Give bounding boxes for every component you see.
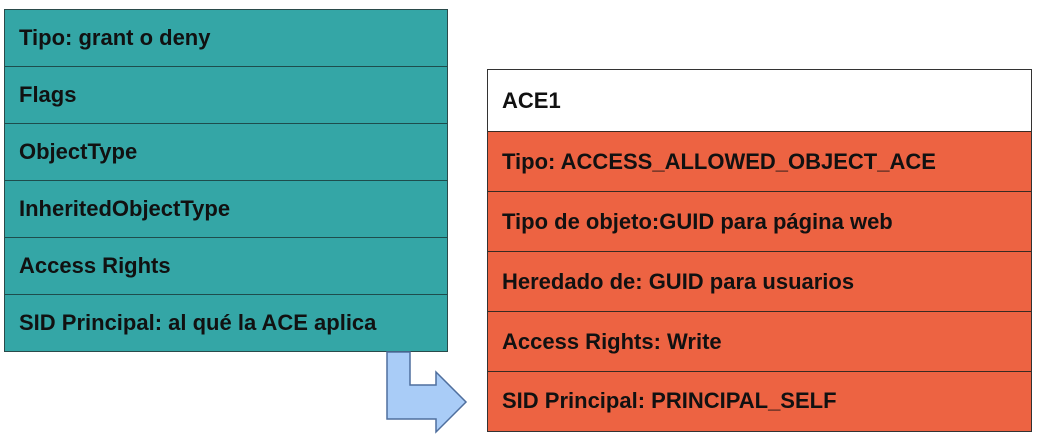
field-sid-principal: SID Principal: al qué la ACE aplica (19, 310, 377, 335)
field-inheritedobjecttype: InheritedObjectType (5, 181, 447, 238)
ace1-sid-principal: SID Principal: PRINCIPAL_SELF (502, 388, 837, 413)
ace1-heredado: Heredado de: GUID para usuarios (488, 252, 1031, 312)
ace-structure-box: Tipo: grant o deny Flags ObjectType Inhe… (4, 9, 448, 352)
field-flags: Flags (5, 67, 447, 124)
field-objecttype: ObjectType (5, 124, 447, 181)
ace1-tipo-objeto: Tipo de objeto:GUID para página web (488, 192, 1031, 252)
field-access-rights: Access Rights (5, 238, 447, 295)
ace1-tipo: Tipo: ACCESS_ALLOWED_OBJECT_ACE (488, 132, 1031, 192)
ace1-title: ACE1 (488, 70, 1031, 132)
ace1-access-rights: Access Rights: Write (488, 312, 1031, 372)
ace1-example-box: ACE1 Tipo: ACCESS_ALLOWED_OBJECT_ACE Tip… (487, 69, 1032, 432)
field-tipo: Tipo: grant o deny (5, 10, 447, 67)
